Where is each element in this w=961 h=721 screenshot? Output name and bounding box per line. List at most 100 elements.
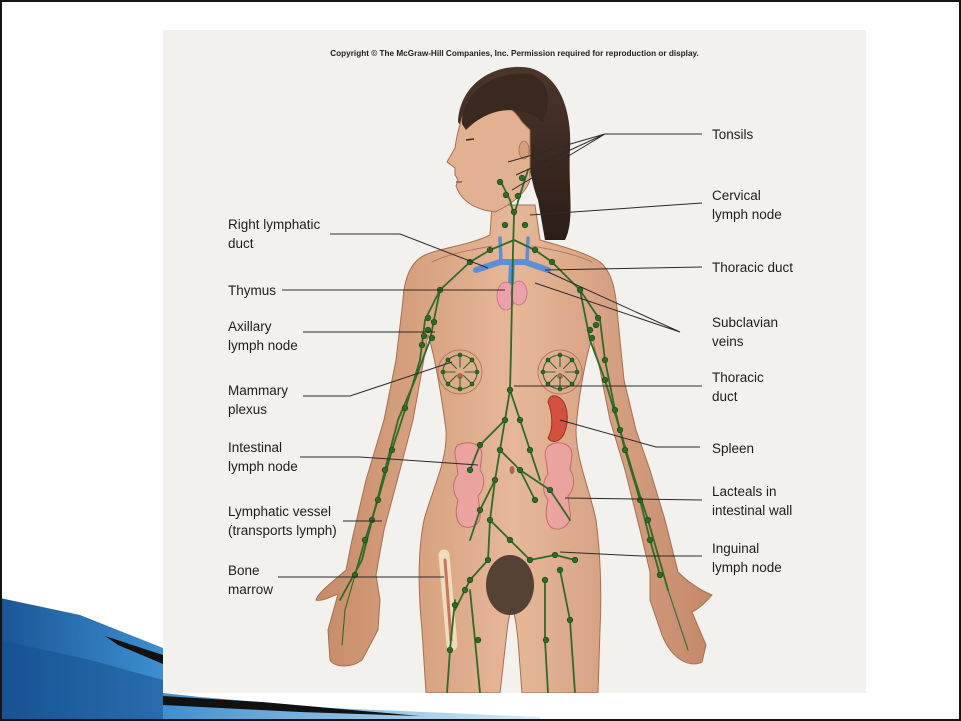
label-spleen: Spleen: [712, 439, 754, 458]
label-line: plexus: [228, 400, 288, 419]
lymph-node-dot: [429, 335, 435, 341]
lymph-node-dot: [527, 557, 533, 563]
lymph-node-dot: [612, 407, 618, 413]
label-line: Inguinal: [712, 539, 782, 558]
label-line: (transports lymph): [228, 521, 337, 540]
jugular-vein-left: [500, 238, 501, 262]
lymph-node-dot: [522, 222, 528, 228]
lymph-node-dot: [503, 192, 509, 198]
label-line: Bone: [228, 561, 273, 580]
lymph-node-dot: [369, 517, 375, 523]
mammary-lymph-node-dot: [446, 358, 450, 362]
lymph-node-dot: [532, 497, 538, 503]
lymph-node-dot: [647, 537, 653, 543]
label-thymus: Thymus: [228, 281, 276, 300]
label-line: marrow: [228, 580, 273, 599]
descending-colon: [544, 443, 574, 529]
label-line: Subclavian: [712, 313, 778, 332]
lymph-node-dot: [475, 637, 481, 643]
label-subclavian-veins: Subclavian veins: [712, 313, 778, 351]
copyright-notice: Copyright © The McGraw-Hill Companies, I…: [163, 49, 866, 58]
lymph-node-dot: [402, 405, 408, 411]
lymph-node-dot: [382, 467, 388, 473]
lymph-node-dot: [502, 417, 508, 423]
label-lacteals-in-intestinal-wall: Lacteals in intestinal wall: [712, 482, 792, 520]
mammary-lymph-node-dot: [470, 358, 474, 362]
mammary-lymph-node-dot: [575, 370, 579, 374]
lymph-node-dot: [511, 209, 517, 215]
lymph-node-dot: [602, 357, 608, 363]
lymph-node-dot: [617, 427, 623, 433]
jugular-vein-right: [527, 238, 528, 262]
label-line: Thoracic duct: [712, 258, 793, 277]
label-line: lymph node: [228, 457, 298, 476]
lymph-node-dot: [462, 587, 468, 593]
label-intestinal-lymph-node: Intestinal lymph node: [228, 438, 298, 476]
lymph-node-dot: [477, 507, 483, 513]
mammary-lymph-node-dot: [441, 370, 445, 374]
navel: [510, 466, 515, 474]
lymph-node-dot: [467, 577, 473, 583]
thymus-lobe-right: [511, 281, 527, 305]
lymph-node-dot: [477, 442, 483, 448]
lymph-node-dot: [497, 179, 503, 185]
leader-line-mammary-plexus: [303, 362, 452, 396]
lymph-node-dot: [517, 467, 523, 473]
lymph-node-dot: [431, 319, 437, 325]
lymph-node-dot: [425, 315, 431, 321]
lymph-node-dot: [552, 552, 558, 558]
lymph-node-dot: [447, 647, 453, 653]
lymph-node-dot: [519, 175, 525, 181]
lymph-node-dot: [572, 557, 578, 563]
label-line: Spleen: [712, 439, 754, 458]
label-line: duct: [228, 234, 320, 253]
label-lymphatic-vessel: Lymphatic vessel (transports lymph): [228, 502, 337, 540]
lymph-node-dot: [622, 447, 628, 453]
label-line: lymph node: [228, 336, 298, 355]
mammary-lymph-node-dot: [546, 358, 550, 362]
label-line: Lacteals in: [712, 482, 792, 501]
lymph-node-dot: [595, 315, 601, 321]
label-bone-marrow: Bone marrow: [228, 561, 273, 599]
lymph-node-dot: [543, 637, 549, 643]
lymph-node-dot: [362, 537, 368, 543]
label-thoracic-duct-lower: Thoracic duct: [712, 368, 764, 406]
label-cervical-lymph-node: Cervical lymph node: [712, 186, 782, 224]
label-line: Lymphatic vessel: [228, 502, 337, 521]
mammary-lymph-node-dot: [470, 382, 474, 386]
mammary-lymph-node-dot: [446, 382, 450, 386]
lymph-node-dot: [527, 447, 533, 453]
label-mammary-plexus: Mammary plexus: [228, 381, 288, 419]
lymph-node-dot: [375, 497, 381, 503]
label-line: Tonsils: [712, 125, 753, 144]
lymph-node-dot: [517, 417, 523, 423]
mammary-lymph-node-dot: [458, 353, 462, 357]
lymph-node-dot: [487, 517, 493, 523]
mammary-lymph-node-dot: [541, 370, 545, 374]
mammary-lymph-node-dot: [546, 382, 550, 386]
lymph-node-dot: [593, 322, 599, 328]
label-line: Thymus: [228, 281, 276, 300]
label-line: lymph node: [712, 205, 782, 224]
lymph-node-dot: [557, 567, 563, 573]
lymph-node-dot: [389, 447, 395, 453]
label-right-lymphatic-duct: Right lymphatic duct: [228, 215, 320, 253]
lymph-node-dot: [645, 517, 651, 523]
label-line: Thoracic: [712, 368, 764, 387]
label-line: Axillary: [228, 317, 298, 336]
pubic-region: [486, 555, 534, 615]
lymph-node-dot: [542, 577, 548, 583]
mammary-lymph-node-dot: [475, 370, 479, 374]
lymph-node-dot: [485, 557, 491, 563]
lymph-node-dot: [532, 247, 538, 253]
label-line: Right lymphatic: [228, 215, 320, 234]
lymph-node-dot: [492, 477, 498, 483]
lymph-node-dot: [577, 287, 583, 293]
label-line: Cervical: [712, 186, 782, 205]
label-line: duct: [712, 387, 764, 406]
label-line: Intestinal: [228, 438, 298, 457]
mammary-lymph-node-dot: [558, 387, 562, 391]
label-line: lymph node: [712, 558, 782, 577]
label-thoracic-duct-upper: Thoracic duct: [712, 258, 793, 277]
label-tonsils: Tonsils: [712, 125, 753, 144]
